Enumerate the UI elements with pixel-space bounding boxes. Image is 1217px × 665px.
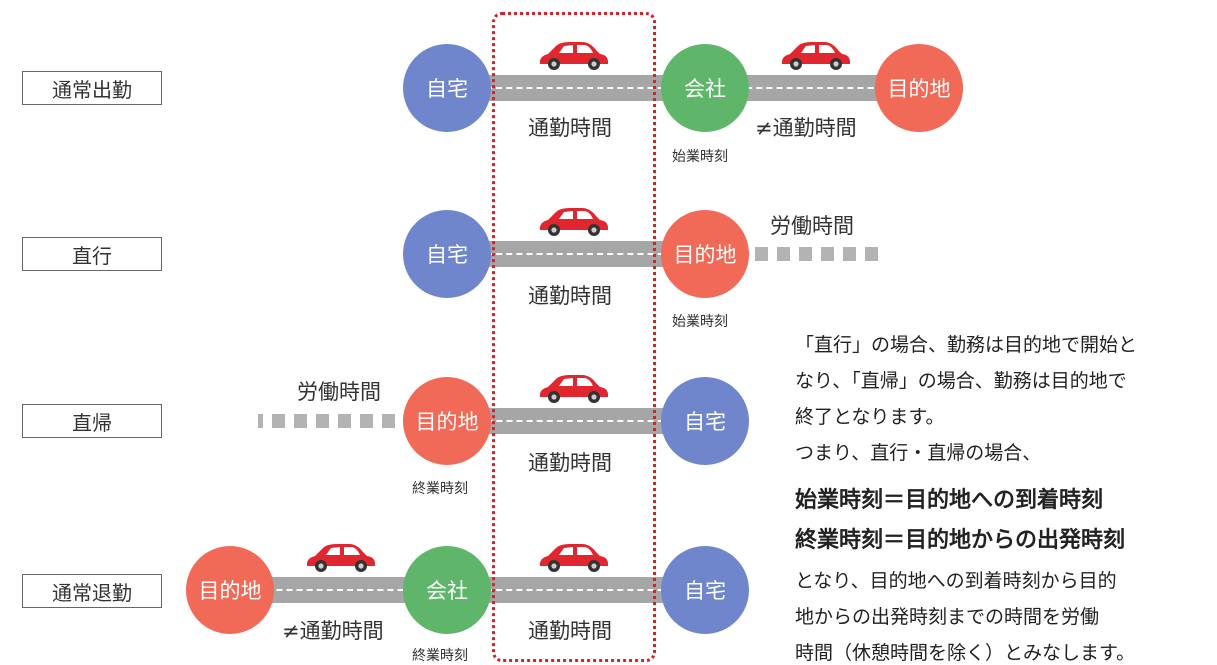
commute-time-caption: 通勤時間 <box>528 451 612 475</box>
end-time-caption: 終業時刻 <box>412 481 468 497</box>
note-line-6: 地からの出発時刻までの時間を労働 <box>795 606 1100 628</box>
row-label-direct-go: 直行 <box>22 237 162 271</box>
car-icon <box>540 375 608 403</box>
destination-node: 目的地 <box>661 210 749 298</box>
car-icon <box>540 208 608 236</box>
note-line-3: 終了となります。 <box>795 406 945 428</box>
formula-end-time: 終業時刻＝目的地からの出発時刻 <box>795 528 1126 553</box>
destination-node: 目的地 <box>403 377 491 465</box>
car-icon <box>782 42 850 70</box>
note-line-4: つまり、直行・直帰の場合、 <box>795 442 1042 464</box>
note-line-2: なり、「直帰」の場合、勤務は目的地で <box>795 370 1127 392</box>
labor-time-caption: 労働時間 <box>770 214 854 238</box>
row-label-normal-leave: 通常退勤 <box>22 574 162 608</box>
row-label-direct-return: 直帰 <box>22 404 162 438</box>
start-time-caption: 始業時刻 <box>672 314 728 330</box>
destination-node: 目的地 <box>875 44 963 132</box>
car-icon <box>540 42 608 70</box>
destination-node: 目的地 <box>186 546 274 634</box>
labor-time-bar <box>258 414 395 428</box>
note-line-1: 「直行」の場合、勤務は目的地で開始と <box>795 334 1138 356</box>
start-time-caption: 始業時刻 <box>672 149 728 165</box>
note-line-5: となり、目的地への到着時刻から目的 <box>795 570 1117 592</box>
office-node: 会社 <box>661 44 749 132</box>
car-icon <box>307 544 375 572</box>
home-node: 自宅 <box>661 546 749 634</box>
home-node: 自宅 <box>403 44 491 132</box>
labor-time-caption: 労働時間 <box>297 380 381 404</box>
commute-time-caption: 通勤時間 <box>528 619 612 643</box>
commute-time-caption: 通勤時間 <box>528 284 612 308</box>
row-label-normal-commute: 通常出勤 <box>22 71 162 105</box>
end-time-caption: 終業時刻 <box>412 648 468 664</box>
commute-time-caption: 通勤時間 <box>528 116 612 140</box>
note-line-7: 時間（休憩時間を除く）とみなします。 <box>795 642 1136 664</box>
office-node: 会社 <box>403 546 491 634</box>
home-node: 自宅 <box>661 377 749 465</box>
not-commute-time-caption: ≠通勤時間 <box>282 619 384 643</box>
not-commute-time-caption: ≠通勤時間 <box>755 116 857 140</box>
home-node: 自宅 <box>403 210 491 298</box>
formula-start-time: 始業時刻＝目的地への到着時刻 <box>795 488 1104 513</box>
car-icon <box>540 544 608 572</box>
labor-time-bar <box>755 247 878 261</box>
